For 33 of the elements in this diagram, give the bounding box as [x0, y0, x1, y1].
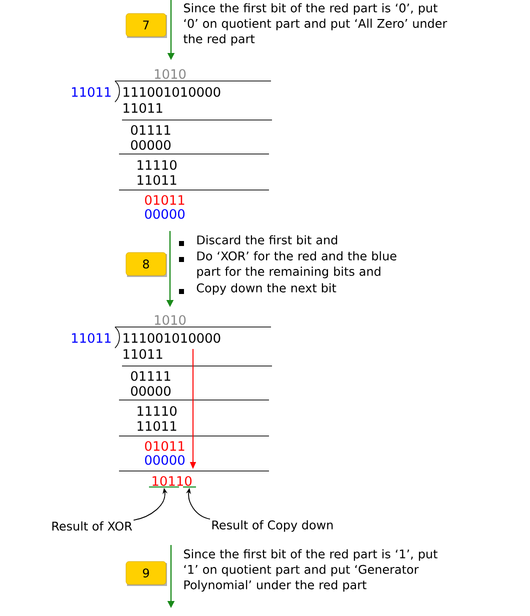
step-description: Since the first bit of the red part is ‘0’, put ‘0’ on quotient part and put ‘All Zero’ under the red part — [184, 3, 448, 46]
binary-number: 1010 — [154, 69, 186, 79]
bullet-item: Do ‘XOR’ for the red and the blue part for the remaining bits and — [179, 251, 396, 278]
callout-text: Result of XOR — [52, 521, 132, 531]
step-badge: 8 — [126, 252, 167, 277]
binary-number: 01011 — [145, 441, 184, 451]
binary-number: 00000 — [145, 455, 185, 465]
binary-number: 11110 — [138, 160, 177, 170]
binary-number: 11011 — [138, 421, 176, 431]
underline-bar — [183, 486, 196, 488]
binary-number: 1010 — [154, 315, 186, 325]
step-badge: 7 — [126, 13, 167, 38]
binary-number: 11110 — [138, 406, 177, 416]
binary-number: 01111 — [131, 371, 170, 381]
binary-number: 11011 — [72, 87, 111, 97]
binary-number: 01111 — [131, 125, 170, 135]
binary-number: 11011 — [124, 349, 162, 359]
underline-bar — [149, 486, 179, 488]
binary-number: 111001010000 — [124, 87, 220, 97]
binary-number: 111001010000 — [124, 333, 220, 343]
bullet-item: Copy down the next bit — [179, 283, 336, 295]
binary-number: 11011 — [138, 175, 176, 185]
step-badge: 9 — [126, 561, 167, 586]
binary-number: 11011 — [124, 103, 162, 113]
binary-number: 00000 — [131, 140, 171, 150]
binary-number: 00000 — [145, 209, 185, 219]
binary-number: 10110 — [152, 476, 192, 486]
step-description: Since the first bit of the red part is ‘1’, put ‘1’ on quotient part and put ‘Generator Polynomial’ under the red part — [184, 549, 438, 592]
binary-number: 00000 — [131, 386, 171, 396]
binary-number: 01011 — [145, 195, 184, 205]
callout-text: Result of Copy down — [212, 520, 333, 532]
binary-number: 11011 — [72, 333, 111, 343]
bullet-item: Discard the first bit and — [179, 235, 338, 246]
